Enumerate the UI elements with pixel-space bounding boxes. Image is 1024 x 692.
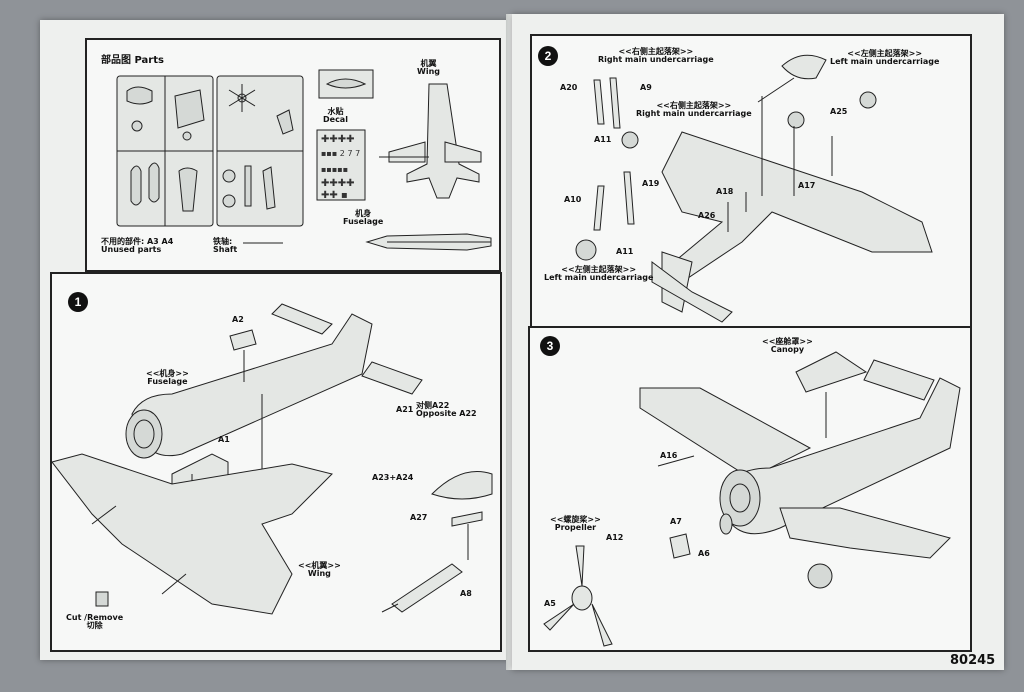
step3-assembly-diagram <box>543 351 961 647</box>
step1-panel: 1 A2 <<机身>> Fuselage A1 A21 对侧A22 Opposi… <box>50 272 502 652</box>
svg-text:▪▪▪ 2 7 7: ▪▪▪ 2 7 7 <box>321 149 360 158</box>
svg-text:✚✚✚✚: ✚✚✚✚ <box>321 178 355 189</box>
step1-opposite-label: 对侧A22 Opposite A22 <box>416 401 477 419</box>
fuselage-label: 机身 Fuselage <box>343 209 384 227</box>
sprue-a-diagram <box>116 75 214 227</box>
fuselage-part-sideview <box>365 233 492 251</box>
step2-a11-right-label: A11 <box>594 135 612 144</box>
step2-left-main-top-label: <<左侧主起落架>> Left main undercarriage <box>830 49 940 67</box>
step1-fuselage-label: <<机身>> Fuselage <box>146 369 189 387</box>
step2-a25-label: A25 <box>830 107 848 116</box>
step3-propeller-label: <<螺旋桨>> Propeller <box>550 515 601 533</box>
step2-a9-label: A9 <box>640 83 652 92</box>
wing-label: 机翼 Wing <box>417 59 440 77</box>
step2-assembly-diagram <box>575 54 933 323</box>
step1-assembly-diagram <box>51 303 493 615</box>
step1-cut-label: Cut /Remove 切除 <box>66 613 124 631</box>
step2-right-main-mid-label: <<右侧主起落架>> Right main undercarriage <box>636 101 752 119</box>
step3-a5-label: A5 <box>544 599 556 608</box>
svg-text:▪▪▪▪▪: ▪▪▪▪▪ <box>321 165 348 174</box>
step3-panel: 3 <<座舱罩>> Canopy A16 <<螺旋桨>> Propeller A… <box>528 326 972 652</box>
parts-title: 部品图 Parts <box>101 55 164 66</box>
step1-a8-label: A8 <box>460 589 472 598</box>
step1-a1-label: A1 <box>218 435 230 444</box>
step2-a20-label: A20 <box>560 83 578 92</box>
step3-a16-label: A16 <box>660 451 678 460</box>
step3-number: 3 <box>540 336 560 356</box>
step2-left-main-bottom-label: <<左侧主起落架>> Left main undercarriage <box>544 265 654 283</box>
step1-a23a24-label: A23+A24 <box>372 473 414 482</box>
step2-a10-label: A10 <box>564 195 582 204</box>
step2-a18-label: A18 <box>716 187 734 196</box>
svg-text:✚✚✚✚: ✚✚✚✚ <box>321 134 355 145</box>
product-code: 80245 <box>950 653 996 668</box>
step1-a21-label: A21 <box>396 405 414 414</box>
decal-label: 水贴 Decal <box>323 107 348 125</box>
step1-a27-label: A27 <box>410 513 428 522</box>
sprue-b-diagram <box>216 75 304 227</box>
svg-text:✚✚ ▪: ✚✚ ▪ <box>321 190 348 201</box>
step2-a11-left-label: A11 <box>616 247 634 256</box>
shaft-label: 铁轴: Shaft <box>213 237 238 255</box>
step3-a6-label: A6 <box>698 549 710 558</box>
step3-a7-label: A7 <box>670 517 682 526</box>
step2-a26-label: A26 <box>698 211 716 220</box>
parts-panel: 部品图 Parts 水贴 Decal ✚✚✚✚ ▪▪▪ 2 7 7 ▪▪▪▪▪ … <box>85 38 501 272</box>
decal-sheet: ✚✚✚✚ ▪▪▪ 2 7 7 ▪▪▪▪▪ ✚✚✚✚ ✚✚ ▪ <box>316 129 366 201</box>
unused-parts-label: 不用的部件: A3 A4 Unused parts <box>101 237 174 255</box>
wing-part-topview <box>379 83 482 199</box>
step2-right-main-label: <<右侧主起落架>> Right main undercarriage <box>598 47 714 65</box>
shaft-icon <box>243 242 283 244</box>
step3-a12-label: A12 <box>606 533 624 542</box>
step1-wing-label: <<机翼>> Wing <box>298 561 341 579</box>
step2-number: 2 <box>538 46 558 66</box>
step2-a19-label: A19 <box>642 179 660 188</box>
step2-a17-label: A17 <box>798 181 816 190</box>
step2-panel: 2 <<右侧主起落架>> Right main undercarriage <<… <box>530 34 972 328</box>
clear-canopy-part <box>318 69 374 99</box>
step3-canopy-label: <<座舱罩>> Canopy <box>762 337 813 355</box>
step1-a2-label: A2 <box>232 315 244 324</box>
step1-number: 1 <box>68 292 88 312</box>
